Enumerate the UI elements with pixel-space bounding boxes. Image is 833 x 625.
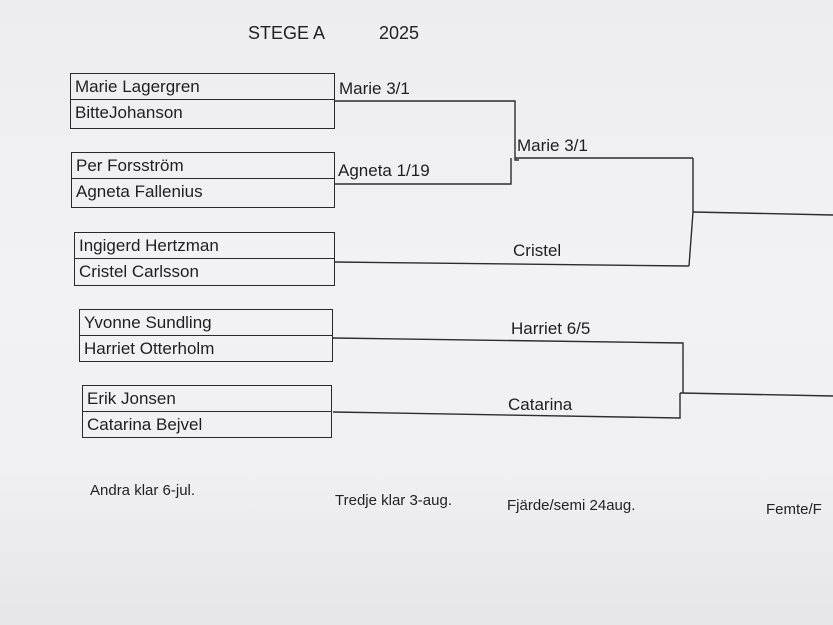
connector-m3	[334, 261, 690, 267]
match-2-player-1: Per Forsström	[72, 153, 334, 179]
match-5-player-1: Erik Jonsen	[83, 386, 331, 412]
footer-round3: Tredje klar 3-aug.	[335, 492, 452, 509]
match-5-result: Catarina	[508, 395, 573, 414]
match-1-result: Marie 3/1	[339, 79, 410, 98]
match-4-result: Harriet 6/5	[511, 319, 591, 338]
footer-round2: Andra klar 6-jul.	[90, 482, 196, 499]
connector-m2	[335, 158, 512, 185]
match-3-player-1: Ingigerd Hertzman	[75, 233, 334, 259]
match-3-player-2: Cristel Carlsson	[79, 262, 199, 281]
connector-m1	[335, 100, 519, 161]
match-3-result: Cristel	[513, 241, 562, 260]
match-3-box: Ingigerd Hertzman Cristel Carlsson	[74, 232, 335, 286]
match-1-player-1: Marie Lagergren	[71, 74, 334, 100]
match-4-player-1: Yvonne Sundling	[80, 310, 332, 336]
match-5-box: Erik Jonsen Catarina Bejvel	[82, 385, 332, 438]
match-2-box: Per Forsström Agneta Fallenius	[71, 152, 335, 208]
round2-winner: Marie 3/1	[517, 136, 588, 155]
semi-connector-top	[688, 158, 694, 267]
match-1-player-2: BitteJohanson	[75, 103, 183, 122]
bracket-year: 2025	[379, 23, 420, 43]
footer-round4: Fjärde/semi 24aug.	[507, 497, 636, 514]
match-4-player-2: Harriet Otterholm	[84, 339, 215, 358]
footer-round5: Femte/F	[766, 501, 822, 518]
match-1-box: Marie Lagergren BitteJohanson	[70, 73, 335, 129]
semi-line-bottom	[679, 392, 833, 397]
match-2-player-2: Agneta Fallenius	[76, 182, 203, 201]
semi-line-top	[692, 211, 833, 216]
bracket-title: STEGE A	[248, 23, 326, 43]
match-4-box: Yvonne Sundling Harriet Otterholm	[79, 309, 333, 362]
connector-m5	[332, 393, 681, 419]
connector-m4	[332, 337, 684, 393]
match-5-player-2: Catarina Bejvel	[87, 415, 203, 434]
match-2-result: Agneta 1/19	[338, 161, 430, 180]
